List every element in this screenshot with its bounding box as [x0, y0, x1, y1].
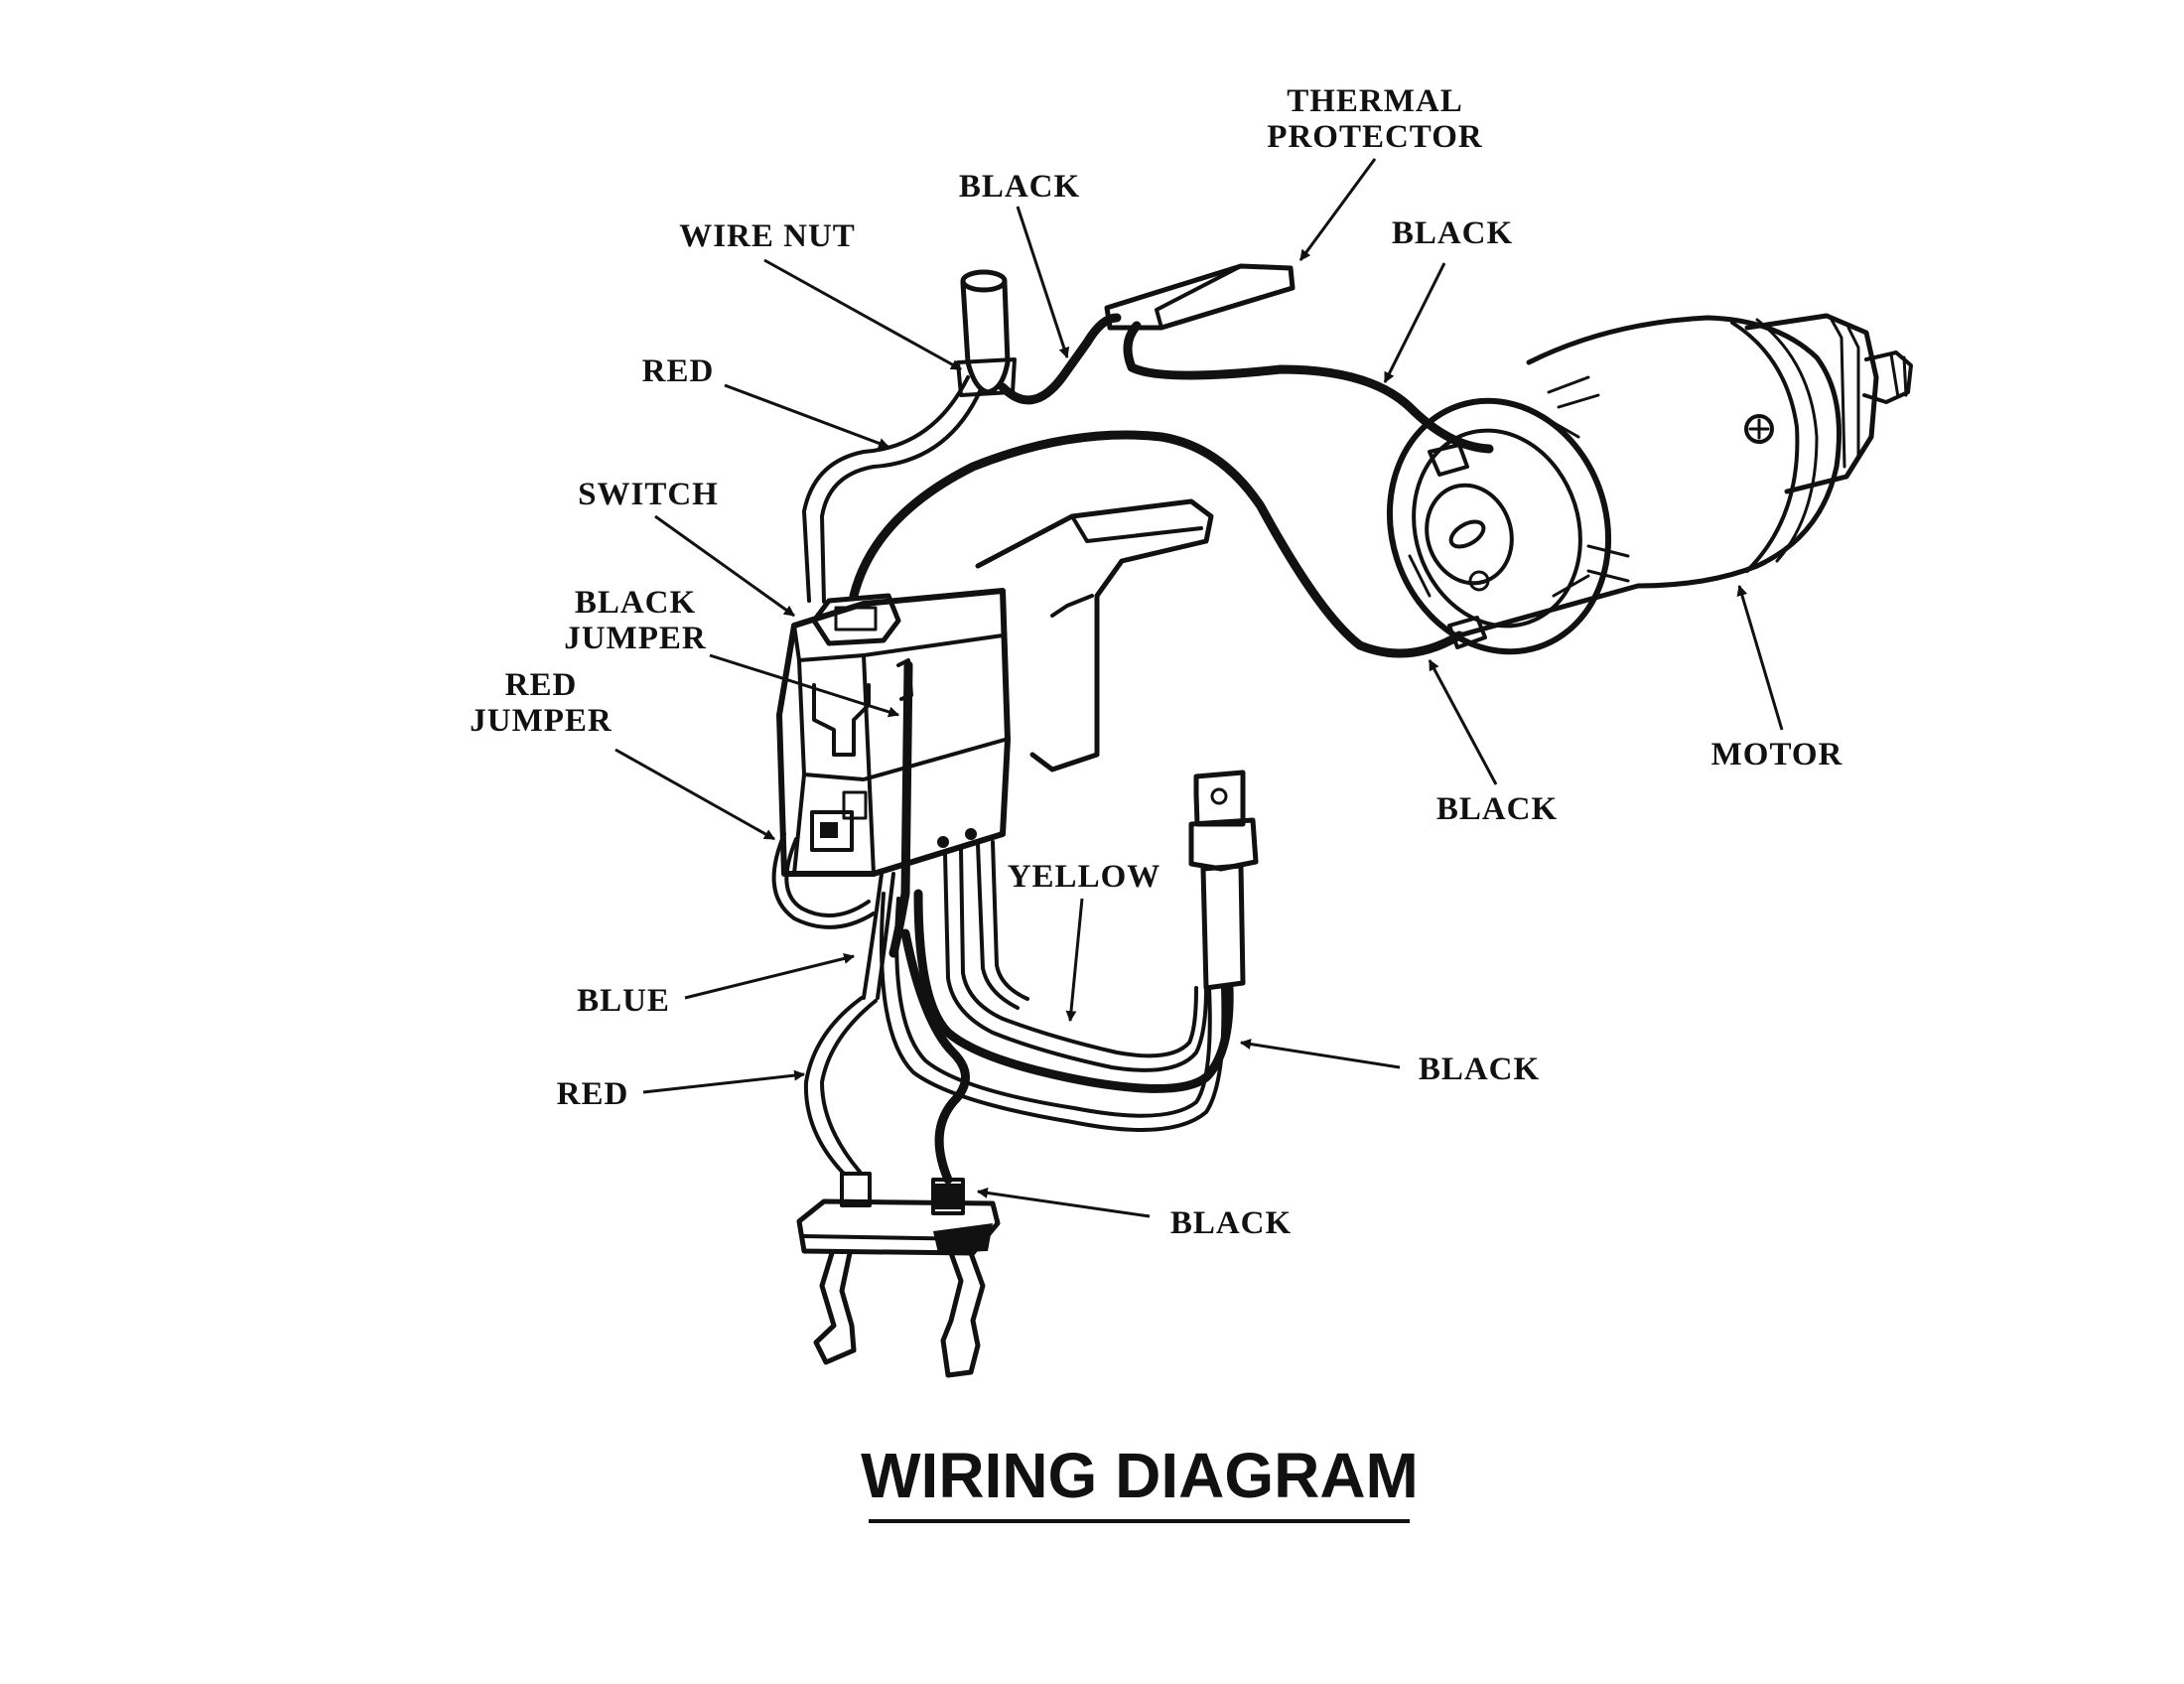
thermal-protector-drawing: [1104, 263, 1296, 331]
label-thermal-protector-line1: THERMAL: [1287, 83, 1463, 119]
terminal-block-drawing: [796, 1172, 1001, 1378]
label-switch: SWITCH: [578, 477, 719, 512]
label-black-bottom: BLACK: [1170, 1205, 1292, 1241]
label-motor: MOTOR: [1711, 737, 1843, 772]
label-red-jumper-line2: JUMPER: [470, 703, 613, 739]
diagram-title: WIRING DIAGRAM: [861, 1440, 1419, 1511]
label-black-motor-lower: BLACK: [1436, 791, 1558, 827]
label-black-top-right: BLACK: [1392, 215, 1513, 251]
connector-drawing: [1188, 770, 1259, 991]
label-thermal-protector-line2: PROTECTOR: [1267, 119, 1483, 155]
label-yellow: YELLOW: [1008, 859, 1161, 895]
label-black-top-left: BLACK: [959, 169, 1080, 205]
labels: THERMAL PROTECTOR BLACK BLACK WIRE NUT R…: [470, 83, 1843, 1241]
label-black-right: BLACK: [1419, 1052, 1540, 1087]
label-black-jumper-line1: BLACK: [575, 585, 696, 621]
label-red-bottom: RED: [557, 1076, 629, 1112]
label-red-jumper-line1: RED: [505, 667, 578, 703]
label-red-top: RED: [642, 353, 715, 389]
wires: [771, 313, 1494, 1185]
switch-drawing: [776, 498, 1214, 877]
label-black-jumper-line2: JUMPER: [564, 621, 707, 656]
leader-arrows: [614, 158, 1784, 1218]
motor-drawing: [1386, 313, 1913, 655]
label-wire-nut: WIRE NUT: [679, 218, 856, 254]
label-blue: BLUE: [577, 983, 670, 1019]
